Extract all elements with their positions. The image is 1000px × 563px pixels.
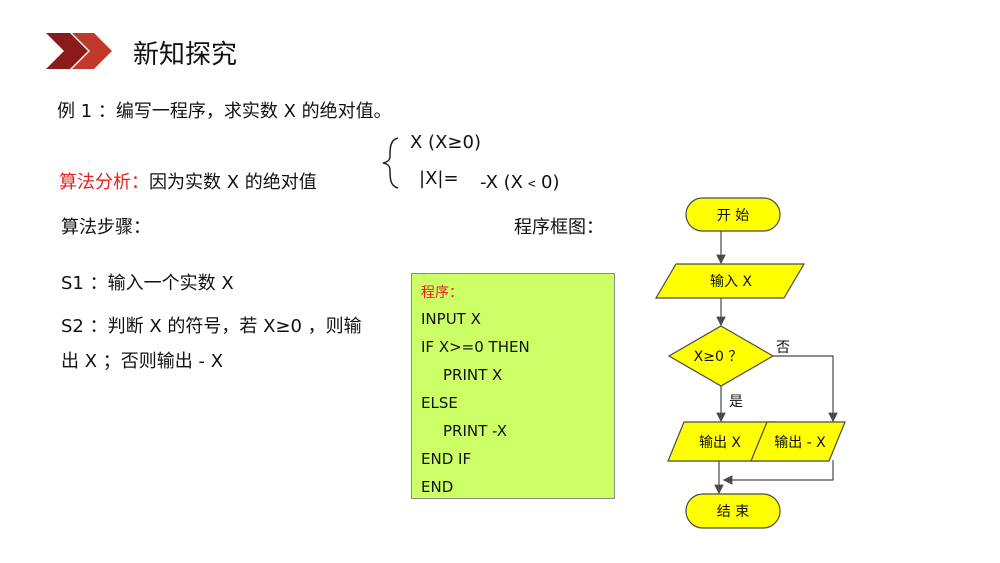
no-label: 否 <box>776 340 790 356</box>
start-label: 开 始 <box>717 208 749 224</box>
code-line: PRINT -X <box>443 422 507 440</box>
program-label: 程序： <box>421 285 463 301</box>
example-statement: 例 1 ：编写一程序，求实数 X 的绝对值。 <box>57 101 392 122</box>
code-line: IF X>=0 THEN <box>421 338 530 356</box>
page-title: 新知探究 <box>133 40 238 70</box>
start-terminal <box>685 197 781 232</box>
program-code-box: 程序： INPUT X IF X>=0 THEN PRINT X ELSE PR… <box>411 273 615 499</box>
chevron-arrows-icon <box>46 33 112 69</box>
analysis-text: 因为实数 X 的绝对值 <box>149 172 317 193</box>
abs-case-lhs: |X|= <box>419 168 459 189</box>
left-brace-icon <box>382 137 399 189</box>
connector-no <box>772 355 838 423</box>
analysis-label: 算法分析： <box>59 172 149 193</box>
input-label: 输入 X <box>710 274 752 290</box>
input-box <box>654 263 806 299</box>
analysis-line: 算法分析：因为实数 X 的绝对值 <box>59 168 317 194</box>
code-line: END <box>421 478 454 496</box>
output-negx-box <box>750 421 846 462</box>
code-line: END IF <box>421 450 472 468</box>
code-line: ELSE <box>421 394 458 412</box>
decision-label: X≥0 ？ <box>694 349 743 365</box>
abs-case-positive: X (X≥0) <box>410 132 481 153</box>
step-s2-line1: S2 ：判断 X 的符号，若 X≥0 ，则输 <box>61 316 362 337</box>
yes-label: 是 <box>729 394 743 410</box>
step-s2-line2: 出 X ；否则输出 - X <box>61 351 224 372</box>
flowchart-heading: 程序框图： <box>514 217 604 238</box>
end-label: 结 束 <box>717 504 749 520</box>
connector-merge <box>722 460 834 485</box>
end-terminal <box>685 493 781 529</box>
decision-diamond <box>667 325 775 387</box>
step-s1: S1 ：输入一个实数 X <box>61 273 234 294</box>
code-line: INPUT X <box>421 310 481 328</box>
steps-heading: 算法步骤： <box>61 217 151 238</box>
abs-case-negative: -X (X﹤0) <box>480 172 560 193</box>
flowchart: 开 始 输入 X X≥0 ？ 否 是 输出 X 输出 - X 结 束 <box>654 197 846 529</box>
output-negx-label: 输出 - X <box>774 435 826 451</box>
code-line: PRINT X <box>443 366 503 384</box>
output-x-label: 输出 X <box>699 435 741 451</box>
